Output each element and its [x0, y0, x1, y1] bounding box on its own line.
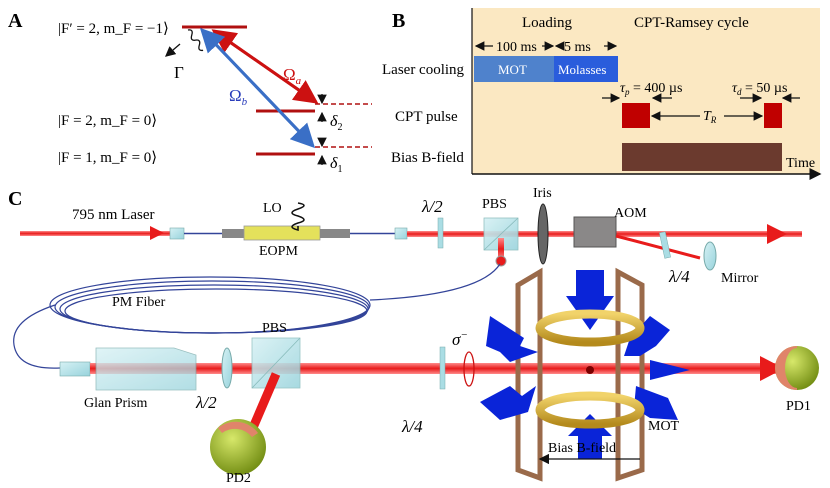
half-wave-plate-1 — [437, 217, 444, 249]
molasses-bar — [554, 56, 618, 82]
pbs-2-diagonal — [251, 337, 301, 389]
pbs-1-down-beam — [498, 238, 504, 260]
half-wave-2-label: λ/2 — [195, 393, 217, 412]
mot-beam-upper-right — [624, 316, 670, 356]
pd2-beam — [247, 372, 281, 432]
mot-beam-top — [566, 270, 614, 330]
fiber-collimator — [59, 361, 91, 377]
mot-beam-upper-left — [486, 316, 538, 362]
fiber-coupler-3 — [495, 255, 507, 267]
input-beam-arrowhead — [150, 226, 164, 240]
row-cooling-label: Laser cooling — [382, 62, 465, 78]
input-beam — [20, 231, 170, 236]
mot-beam-right — [650, 360, 690, 380]
iris — [537, 203, 549, 265]
t5-label: 5 ms — [564, 40, 591, 55]
quarter-wave-plate-2 — [439, 346, 446, 390]
mot-bar-label: MOT — [498, 62, 527, 77]
eopm-body — [243, 225, 321, 241]
aom — [573, 216, 617, 248]
omega-b-arrow-down — [200, 28, 316, 149]
panel-c-label: C — [8, 188, 22, 210]
mot-label: MOT — [648, 419, 680, 434]
glan-prism — [95, 347, 197, 391]
pd1-cap — [775, 346, 797, 390]
aom-label: AOM — [614, 206, 647, 221]
bias-field-label: Bias B-field — [548, 441, 616, 456]
top-beam-arrowhead — [767, 224, 787, 244]
eopm-label: EOPM — [259, 244, 298, 259]
quarter-wave-2-label: λ/4 — [401, 417, 423, 436]
mirror — [703, 241, 717, 271]
atom-cloud — [586, 366, 594, 374]
mot-bar — [474, 56, 554, 82]
cpt-pulse-1 — [622, 103, 650, 128]
time-axis-label: Time — [786, 156, 815, 171]
f2-level-label: |F = 2, m_F = 0⟩ — [58, 113, 157, 129]
omega-b-label: Ωb — [229, 86, 248, 108]
iris-label: Iris — [533, 186, 552, 201]
quarter-wave-plate-1 — [659, 231, 671, 259]
sigma-polarization-icon — [463, 351, 475, 387]
fiber-coupler-1 — [169, 227, 185, 240]
probe-beam-arrowhead — [760, 356, 784, 381]
pd1-label: PD1 — [786, 399, 811, 414]
glan-prism-label: Glan Prism — [84, 396, 148, 411]
loading-label: Loading — [522, 15, 572, 31]
half-wave-1-label: λ/2 — [421, 197, 443, 216]
cpt-cycle-label: CPT-Ramsey cycle — [634, 15, 749, 31]
lower-coil — [535, 391, 645, 429]
tr-label: TR — [703, 109, 717, 125]
sigma-label: σ− — [452, 329, 468, 349]
gamma-label: Γ — [174, 63, 184, 82]
half-wave-plate-2 — [221, 347, 233, 389]
t100-label: 100 ms — [496, 40, 537, 55]
decay-arrow — [165, 43, 181, 57]
f1-level-label: |F = 1, m_F = 0⟩ — [58, 150, 157, 166]
pm-fiber-label: PM Fiber — [112, 295, 166, 310]
pm-fiber-coil — [13, 263, 501, 369]
mot-beam-lower-right — [634, 386, 678, 420]
pd2-label: PD2 — [226, 471, 251, 486]
laser-label: 795 nm Laser — [72, 207, 154, 223]
pbs-1-diagonal — [483, 217, 519, 251]
row-cpt-label: CPT pulse — [395, 109, 458, 125]
panel-a-label: A — [8, 10, 23, 32]
decay-wiggle — [187, 29, 204, 52]
panel-b-label: B — [392, 10, 405, 32]
bias-bar — [622, 143, 782, 171]
excited-level-label: |F′ = 2, m_F = −1⟩ — [58, 21, 169, 37]
delta2-label: δ2 — [330, 113, 342, 133]
molasses-bar-label: Molasses — [558, 62, 606, 77]
row-bias-label: Bias B-field — [391, 150, 464, 166]
upper-coil — [535, 309, 645, 347]
mot-beam-lower-left — [480, 386, 536, 420]
quarter-wave-1-label: λ/4 — [668, 267, 690, 286]
pbs-1-label: PBS — [482, 197, 507, 212]
eopm-connector-left — [222, 229, 246, 238]
tau-p-label: τp = 400 µs — [620, 81, 682, 97]
mirror-label: Mirror — [721, 271, 759, 286]
eopm-connector-right — [320, 229, 350, 238]
pd2-cap — [218, 421, 258, 437]
omega-a-label: Ωa — [283, 65, 302, 87]
cpt-pulse-2 — [764, 103, 782, 128]
lo-signal-icon — [291, 202, 305, 232]
delta1-label: δ1 — [330, 155, 342, 175]
deflected-beam — [615, 234, 701, 260]
tau-d-label: τd = 50 µs — [732, 81, 787, 97]
fiber-coupler-2 — [394, 227, 408, 240]
lo-label: LO — [263, 201, 282, 216]
omega-a-arrow-down — [213, 29, 319, 104]
pbs-2-label: PBS — [262, 321, 287, 336]
